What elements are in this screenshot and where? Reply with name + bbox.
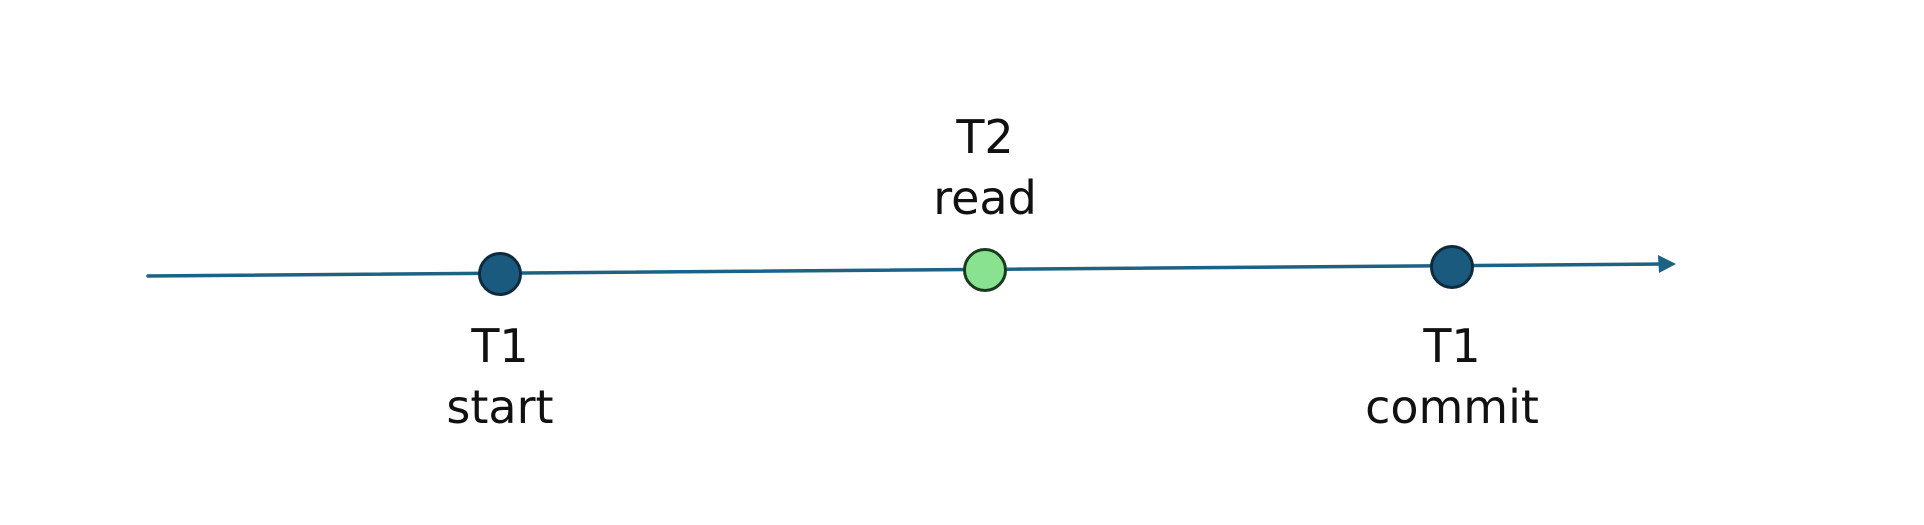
timeline-axis	[146, 262, 1662, 278]
event-transaction-label: T2	[955, 110, 1013, 164]
event-t1-commit: T1 commit	[1365, 245, 1539, 434]
event-action-label: read	[933, 171, 1037, 225]
event-marker-t2-read	[963, 248, 1007, 292]
event-t1-start: T1 start	[446, 252, 554, 434]
event-marker-t1-start	[478, 252, 522, 296]
event-transaction-label: T1	[1422, 319, 1480, 373]
event-marker-t1-commit	[1430, 245, 1474, 289]
timeline-arrowhead	[1658, 255, 1676, 273]
event-transaction-label: T1	[470, 319, 528, 373]
event-action-label: start	[446, 380, 553, 434]
event-t2-read: T2 read	[933, 110, 1037, 292]
event-action-label: commit	[1365, 380, 1539, 434]
